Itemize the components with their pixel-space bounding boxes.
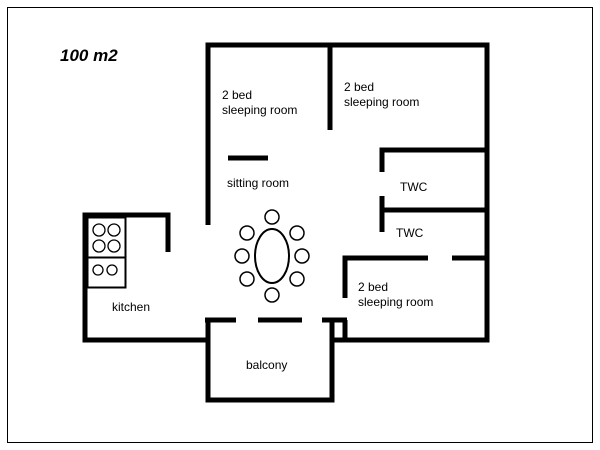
burner-icon — [107, 239, 121, 253]
dining-table — [254, 228, 290, 284]
burner-icon — [92, 223, 106, 237]
sink-basin-icon — [106, 264, 118, 276]
room-label-twc-lower: TWC — [396, 226, 424, 240]
image-border — [7, 7, 593, 443]
room-label-line: sleeping room — [358, 295, 434, 309]
wall-kitchen — [82, 212, 208, 343]
room-label-sitting-room: sitting room — [227, 176, 290, 190]
chairs — [234, 209, 310, 303]
stove — [86, 216, 127, 259]
room-label-line: 2 bed — [222, 88, 253, 102]
sink-basin-icon — [92, 264, 104, 276]
chair — [264, 287, 280, 303]
wall-balcony — [205, 320, 335, 403]
chair — [234, 248, 250, 264]
room-label-kitchen: kitchen — [112, 300, 151, 314]
burner-icon — [107, 223, 121, 237]
chair — [239, 271, 255, 287]
wall-bedroom2-bottom — [379, 147, 487, 172]
room-label-line: 2 bed — [344, 80, 375, 94]
chair — [294, 248, 310, 264]
room-label-line: 2 bed — [358, 280, 389, 294]
room-label-bedroom-top-left: 2 bed sleeping room — [222, 88, 297, 118]
area-label: 100 m2 — [60, 46, 118, 65]
room-label-balcony: balcony — [246, 358, 288, 372]
room-label-bedroom-top-right: 2 bed sleeping room — [344, 80, 419, 110]
chair — [239, 225, 255, 241]
sink-counter — [86, 256, 127, 289]
room-label-bedroom-bottom-right: 2 bed sleeping room — [358, 280, 433, 310]
walls — [82, 42, 490, 403]
wall-outer-main — [205, 42, 490, 343]
burner-icon — [92, 239, 106, 253]
wall-bedroom3-top-left — [342, 255, 428, 298]
room-label-line: sleeping room — [344, 95, 420, 109]
room-label-line: sleeping room — [222, 103, 298, 117]
chair — [289, 225, 305, 241]
kitchen-fixtures — [86, 216, 127, 289]
chair — [264, 209, 280, 225]
room-label-twc-upper: TWC — [400, 180, 428, 194]
dining-set — [234, 209, 310, 303]
sink-basins — [92, 264, 118, 276]
chair — [289, 271, 305, 287]
stove-burners — [92, 223, 121, 253]
